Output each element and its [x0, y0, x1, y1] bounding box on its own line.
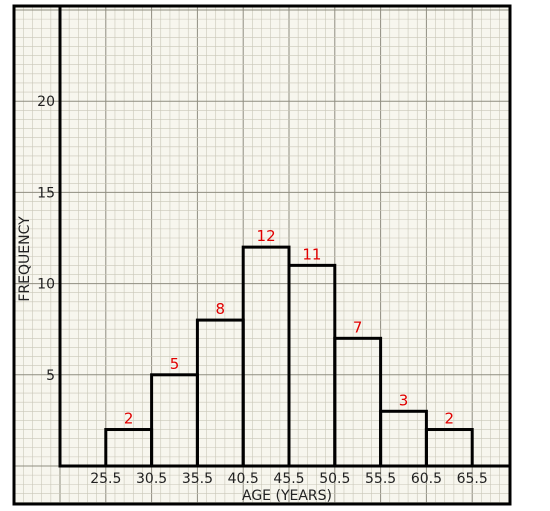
x-tick-label: 65.5 — [457, 471, 488, 487]
y-tick-label: 20 — [37, 94, 55, 110]
x-axis-title: AGE (YEARS) — [242, 488, 332, 504]
data-label: 2 — [124, 410, 134, 428]
y-tick-label: 5 — [46, 368, 55, 384]
data-label: 5 — [170, 355, 180, 373]
data-label: 2 — [445, 410, 455, 428]
x-tick-label: 35.5 — [182, 471, 213, 487]
data-label: 12 — [257, 227, 276, 245]
y-axis-title: FREQUENCY — [17, 216, 33, 302]
data-labels: 2 5 8 12 11 7 3 2 — [124, 227, 454, 427]
data-label: 3 — [399, 391, 409, 409]
data-label: 7 — [353, 318, 363, 336]
frame — [12, 4, 512, 506]
y-tick-label: 15 — [37, 185, 55, 201]
axes — [58, 6, 510, 468]
x-tick-label: 30.5 — [136, 471, 167, 487]
x-tick-label: 25.5 — [90, 471, 121, 487]
x-tick-label: 60.5 — [411, 471, 442, 487]
x-tick-label: 45.5 — [273, 471, 304, 487]
y-tick-label: 10 — [37, 277, 55, 293]
x-tick-label: 50.5 — [319, 471, 350, 487]
x-tick-label: 55.5 — [365, 471, 396, 487]
tick-labels: 25.5 30.5 35.5 40.5 45.5 50.5 55.5 60.5 65.5 5 10 1… — [37, 94, 488, 487]
data-label: 8 — [216, 300, 226, 318]
x-tick-label: 40.5 — [228, 471, 259, 487]
data-label: 11 — [302, 245, 321, 263]
